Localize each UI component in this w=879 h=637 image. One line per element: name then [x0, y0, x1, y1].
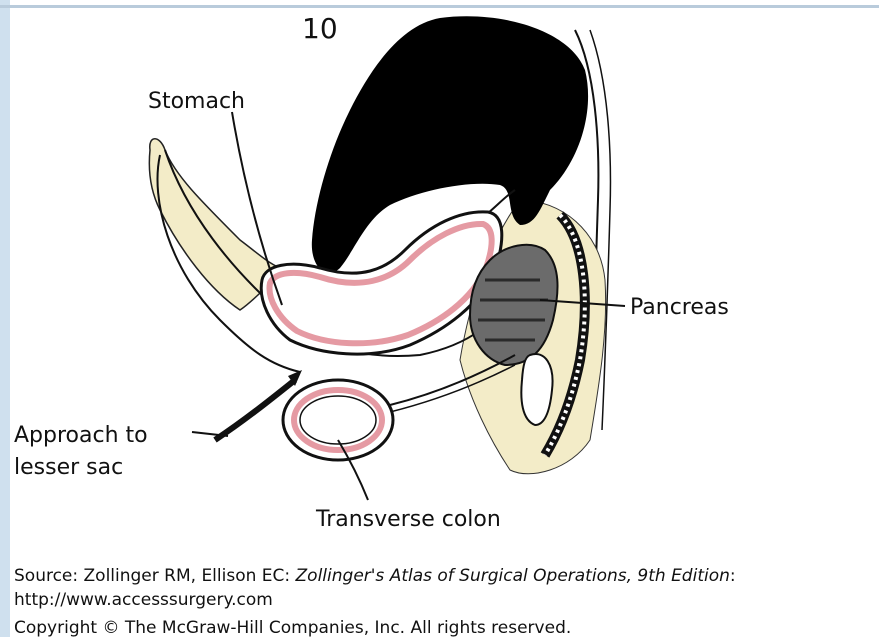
source-title: Zollinger's Atlas of Surgical Operations… [296, 566, 730, 586]
panel-number: 10 [302, 12, 338, 45]
copyright-notice: Copyright © The McGraw-Hill Companies, I… [14, 618, 571, 637]
source-caption: Source: Zollinger RM, Ellison EC: Zollin… [14, 566, 736, 586]
approach-arrow [215, 380, 295, 440]
vessel-loop [521, 354, 552, 425]
label-transverse-colon: Transverse colon [315, 507, 501, 532]
label-pancreas: Pancreas [630, 295, 729, 320]
stomach-mucosa [270, 224, 492, 343]
source-prefix: Source: Zollinger RM, Ellison EC: [14, 566, 296, 586]
label-approach-line2: lesser sac [14, 455, 123, 480]
source-url[interactable]: http://www.accesssurgery.com [14, 590, 273, 610]
anatomy-illustration: 10 Stomach Pancreas Approach to lesser s… [0, 0, 879, 560]
transverse-colon-lumen [300, 396, 376, 444]
source-suffix: : [730, 566, 736, 586]
label-stomach: Stomach [148, 89, 245, 114]
label-approach-line1: Approach to [14, 423, 148, 448]
